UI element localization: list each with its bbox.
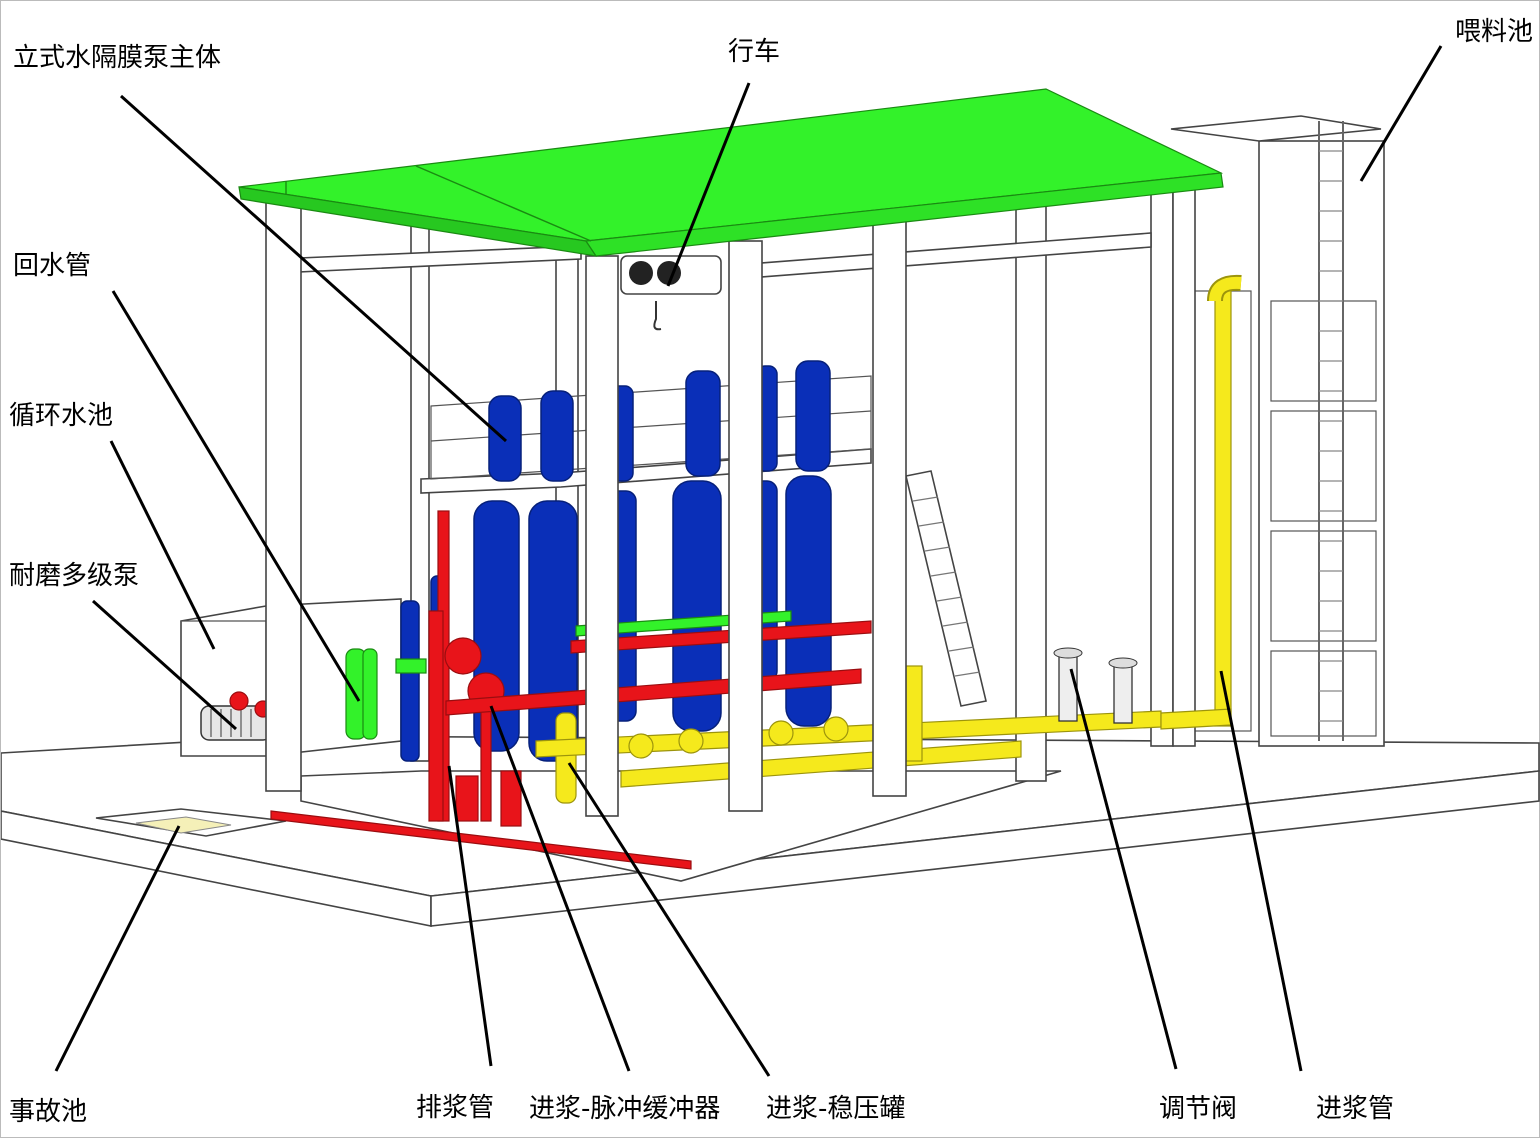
staircase <box>905 470 987 707</box>
control-valves <box>1053 647 1138 724</box>
label-control-valve: 调节阀 <box>1159 1094 1238 1124</box>
label-stabilizer-tank: 进浆-稳压罐 <box>766 1094 906 1124</box>
label-feed-tank: 喂料池 <box>1455 17 1534 47</box>
label-circulation-pool: 循环水池 <box>9 401 114 431</box>
multistage-pump <box>200 691 272 741</box>
label-multistage-pump: 耐磨多级泵 <box>9 561 140 591</box>
feed-pipes <box>535 274 1242 804</box>
accident-pool <box>95 808 287 837</box>
label-pulse-damper: 进浆-脉冲缓冲器 <box>529 1094 721 1124</box>
label-pump-body: 立式水隔膜泵主体 <box>13 43 222 73</box>
label-return-pipe: 回水管 <box>13 251 92 281</box>
label-accident-pool: 事故池 <box>9 1097 88 1127</box>
label-feed-pipe: 进浆管 <box>1316 1094 1395 1124</box>
green-roof <box>238 88 1224 257</box>
label-crane: 行车 <box>728 37 781 67</box>
label-discharge-pipe: 排浆管 <box>416 1093 495 1123</box>
feed-tank-tower <box>1170 115 1385 747</box>
leader-lines <box>54 45 1443 1077</box>
